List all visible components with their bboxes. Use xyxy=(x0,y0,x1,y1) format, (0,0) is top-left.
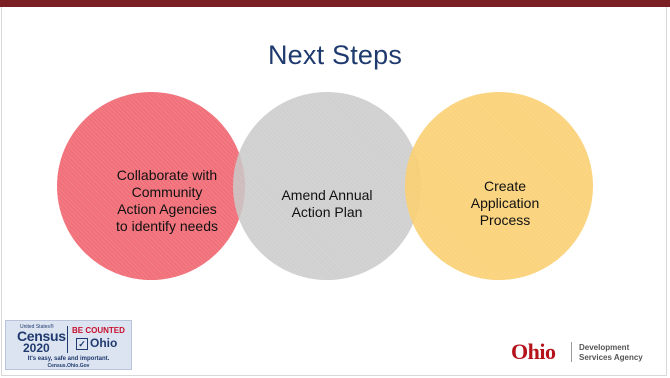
ohio-development-services-logo: Ohio Development Services Agency xyxy=(511,339,663,365)
census-year: 2020 xyxy=(23,341,50,355)
census-divider xyxy=(67,326,68,353)
circle-label-create: Create Application Process xyxy=(470,178,540,228)
ohio-wordmark: Ohio xyxy=(511,339,556,364)
census-tagline: It's easy, safe and important. xyxy=(27,356,110,362)
be-counted-text: BE COUNTED xyxy=(72,326,125,335)
venn-circle-create xyxy=(405,92,593,280)
circle-label-amend: Amend Annual Action Plan xyxy=(281,187,373,220)
slide-title: Next Steps xyxy=(267,40,403,70)
top-accent-bar xyxy=(0,0,670,7)
venn-circle-collaborate xyxy=(57,92,245,280)
logo-divider xyxy=(571,342,572,362)
venn-circle-amend xyxy=(233,92,421,280)
agency-name: Development Services Agency xyxy=(579,343,643,362)
census-wordmark: Census xyxy=(17,328,66,344)
census-ohio-text: Ohio xyxy=(90,336,118,350)
circle-label-collaborate: Collaborate with Community Action Agenci… xyxy=(116,167,218,234)
checkbox-icon: ✓ xyxy=(76,338,88,350)
census-url: Census.Ohio.Gov xyxy=(47,363,90,369)
slide-frame xyxy=(1,7,667,376)
census-small-text: United States® xyxy=(20,324,54,330)
census-2020-logo: United States® Census 2020 BE COUNTED ✓ … xyxy=(5,320,132,370)
